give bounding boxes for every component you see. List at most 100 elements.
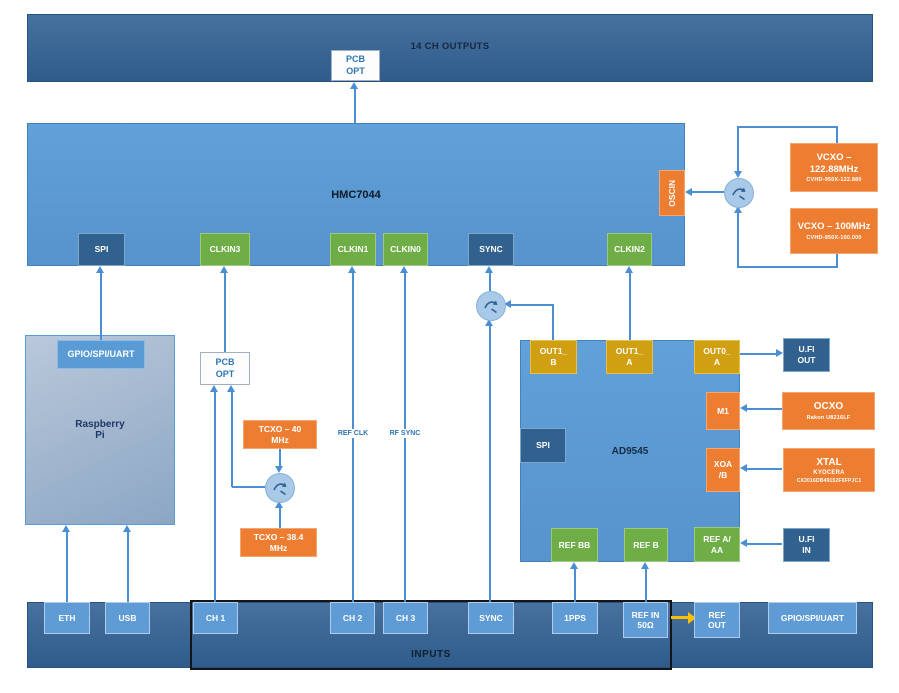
arrow-syncin-into-switch: [485, 319, 493, 326]
arrow-into-refaaa: [740, 539, 747, 547]
raspberry-pi-label: Raspberry Pi: [75, 419, 125, 441]
hmc7044-label: HMC7044: [331, 188, 381, 201]
tcxo-select-switch: [265, 473, 295, 503]
arrow-eth-into-rpi: [62, 525, 70, 532]
connector-hmc-to-pcbopt-top: [354, 89, 356, 123]
outputs-bar-label: 14 CH OUTPUTS: [410, 41, 490, 52]
connector-out1b-left: [511, 304, 553, 306]
input-gpio-spi-uart: GPIO/SPI/UART: [768, 602, 857, 634]
arrow-into-oscin: [685, 188, 692, 196]
arrow-into-clkin0: [400, 266, 408, 273]
arrow-into-refbb: [570, 562, 578, 569]
ad-port-refbb: REF BB: [551, 528, 598, 562]
rf-sync-tag: RF SYNC: [383, 429, 427, 438]
arrow-out1b-into-switch: [504, 300, 511, 308]
connector-vcxo-top-down: [737, 127, 739, 171]
connector-ocxo-to-m1: [747, 408, 782, 410]
tcxo-40-box: TCXO – 40 MHz: [243, 420, 317, 449]
ad-port-refb: REF B: [624, 528, 668, 562]
xtal-part: CX2016DB49152F0FPJC1: [796, 477, 862, 484]
arrow-into-clkin1: [348, 266, 356, 273]
connector-pcbopt-to-clkin3: [224, 273, 226, 352]
connector-vcxo100-v: [836, 254, 838, 266]
arrow-into-pcbopt-right: [227, 385, 235, 392]
arrow-vcxo122-into-switch: [734, 171, 742, 178]
hmc-port-sync: SYNC: [468, 233, 514, 266]
vcxo-122-part: CVHD-950X-122.880: [806, 177, 862, 184]
ad-port-xoab: XOA /B: [706, 448, 740, 492]
hmc-port-oscin-label: OSCIN: [666, 179, 677, 207]
ocxo-box: OCXO Rakon U8216LF: [782, 392, 875, 430]
connector-tcxoswitch-left: [232, 486, 265, 488]
switch-icon: [732, 187, 746, 201]
connector-tcxo38-up: [279, 508, 281, 528]
hmc-port-clkin3: CLKIN3: [200, 233, 250, 266]
connector-tcxo40-down: [279, 449, 281, 466]
switch-icon: [273, 482, 287, 496]
inputs-label: INPUTS: [411, 649, 451, 660]
vcxo-100-part: CVHD-950X-100.000: [806, 234, 862, 241]
connector-vcxo-bottom-up: [737, 213, 739, 267]
tcxo-38-box: TCXO – 38.4 MHz: [240, 528, 317, 557]
ocxo-title: OCXO: [813, 401, 844, 412]
arrow-into-uflout: [776, 349, 783, 357]
ufl-out-box: U.Fl OUT: [783, 338, 830, 372]
connector-vcxo-bottom-h: [737, 266, 838, 268]
hmc-port-oscin: OSCIN: [659, 170, 685, 216]
connector-xtal-to-xoab: [747, 468, 782, 470]
input-ch1: CH 1: [193, 602, 238, 634]
xtal-box: XTAL KYOCERA CX2016DB49152F0FPJC1: [783, 448, 875, 492]
input-ch2: CH 2: [330, 602, 375, 634]
input-usb: USB: [105, 602, 150, 634]
connector-refin-to-refout: [671, 616, 688, 619]
connector-1pps-to-refbb: [574, 569, 576, 602]
arrow-into-sync: [485, 266, 493, 273]
connector-syncswitch-to-sync: [489, 273, 491, 291]
connector-refin-to-refb: [645, 569, 647, 602]
connector-vcxo122-v: [836, 128, 838, 143]
input-eth: ETH: [44, 602, 90, 634]
ad-port-out1b: OUT1_ B: [530, 340, 577, 374]
connector-out1b-up: [552, 304, 554, 340]
input-1pps: 1PPS: [552, 602, 598, 634]
connector-tcxoswitch-up: [231, 392, 233, 487]
ufl-in-box: U.Fl IN: [783, 528, 830, 562]
arrow-into-spi: [96, 266, 104, 273]
arrow-into-xoab: [740, 464, 747, 472]
rpi-port-gpio-spi-uart: GPIO/SPI/UART: [57, 340, 145, 369]
connector-usb-to-rpi: [127, 532, 129, 602]
pcb-opt-top: PCB OPT: [331, 50, 380, 81]
connector-vcxo-top-h: [737, 126, 838, 128]
arrow-into-m1: [740, 404, 747, 412]
vcxo-100-title: VCXO – 100MHz: [797, 221, 871, 233]
ad9545-label: AD9545: [611, 445, 649, 457]
vcxo-122-title: VCXO – 122.88MHz: [809, 151, 859, 175]
arrow-into-clkin2: [625, 266, 633, 273]
input-ref-in-50: REF IN 50Ω: [623, 602, 668, 638]
arrow-usb-into-rpi: [123, 525, 131, 532]
ad-port-out1a: OUT1_ A: [606, 340, 653, 374]
xtal-title: XTAL: [816, 456, 842, 468]
input-sync: SYNC: [468, 602, 514, 634]
output-ref-out: REF OUT: [694, 602, 740, 638]
connector-gpio-to-spi: [100, 273, 102, 340]
vcxo-100-box: VCXO – 100MHz CVHD-950X-100.000: [790, 208, 878, 254]
arrow-into-refb: [641, 562, 649, 569]
ad-port-refaaa: REF A/ AA: [694, 527, 740, 562]
hmc-port-spi: SPI: [78, 233, 125, 266]
pcb-opt-mid: PCB OPT: [200, 352, 250, 385]
connector-switch-to-oscin: [692, 191, 724, 193]
arrow-into-refout: [688, 612, 696, 624]
connector-out1a-to-clkin2: [629, 273, 631, 340]
hmc-port-clkin2: CLKIN2: [607, 233, 652, 266]
connector-out0a-to-uflout: [740, 353, 776, 355]
ad-port-spi: SPI: [520, 428, 566, 463]
vcxo-122-box: VCXO – 122.88MHz CVHD-950X-122.880: [790, 143, 878, 192]
connector-eth-to-rpi: [66, 532, 68, 602]
arrow-into-clkin3: [220, 266, 228, 273]
switch-icon: [484, 300, 498, 314]
xtal-maker: KYOCERA: [813, 469, 845, 476]
hmc-port-clkin1: CLKIN1: [330, 233, 376, 266]
ref-clk-tag: REF CLK: [331, 429, 375, 438]
